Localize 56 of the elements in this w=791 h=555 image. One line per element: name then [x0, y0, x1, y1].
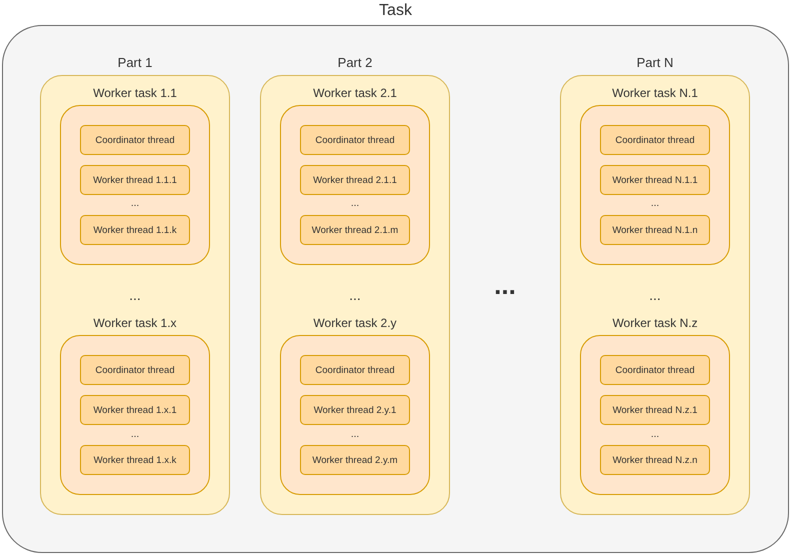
box-heading: Worker task 1.x [92, 316, 178, 330]
ellipsis-text: ... [348, 287, 362, 304]
thread-box [600, 355, 710, 385]
thread-box [600, 125, 710, 155]
thread-box [300, 165, 410, 195]
thread-box [300, 215, 410, 245]
thread-box [80, 125, 190, 155]
thread-label: Worker thread 2.1.m [312, 224, 398, 236]
thread-label: Worker thread N.1.n [612, 224, 698, 236]
thread-label: Worker thread N.z.1 [612, 404, 698, 416]
thread-box [300, 355, 410, 385]
box-heading: Worker task N.z [611, 316, 699, 330]
thread-box [80, 165, 190, 195]
box-heading: Worker task 2.y [312, 316, 398, 330]
box-heading: Worker task 1.1 [92, 86, 178, 100]
ellipsis-text: ... [650, 429, 660, 440]
thread-label: Coordinator thread [315, 134, 395, 146]
thread-label: Worker thread 1.1.1 [93, 174, 177, 186]
thread-label: Worker thread 2.y.m [312, 454, 398, 466]
thread-box [80, 445, 190, 475]
thread-label: Coordinator thread [615, 134, 695, 146]
thread-label: Coordinator thread [615, 364, 695, 376]
thread-label: Worker thread 2.y.1 [314, 404, 396, 416]
thread-box [300, 395, 410, 425]
thread-label: Coordinator thread [95, 364, 175, 376]
thread-label: Worker thread 2.1.1 [313, 174, 397, 186]
thread-label: Worker thread 1.x.1 [93, 404, 177, 416]
ellipsis-text: ... [650, 198, 660, 209]
panel-heading: Part N [636, 55, 674, 70]
thread-box [600, 395, 710, 425]
thread-label: Worker thread N.1.1 [612, 174, 698, 186]
thread-box [80, 395, 190, 425]
ellipsis-text: ... [648, 287, 662, 304]
ellipsis-text: ... [350, 198, 360, 209]
box-heading: Worker task N.1 [611, 86, 699, 100]
box-heading: Worker task 2.1 [312, 86, 398, 100]
thread-box [300, 445, 410, 475]
container-heading: Task [378, 2, 413, 20]
thread-label: Coordinator thread [95, 134, 175, 146]
thread-box [600, 165, 710, 195]
thread-box [600, 215, 710, 245]
panel-heading: Part 2 [336, 55, 374, 70]
panel-heading: Part 1 [116, 55, 154, 70]
ellipsis-text: ... [130, 429, 140, 440]
thread-label: Worker thread N.z.n [612, 454, 698, 466]
ellipsis-text: ... [130, 198, 140, 209]
thread-label: Coordinator thread [315, 364, 395, 376]
thread-box [600, 445, 710, 475]
ellipsis-text: ... [128, 287, 142, 304]
thread-label: Worker thread 1.x.k [94, 454, 176, 466]
thread-box [300, 125, 410, 155]
thread-box [80, 215, 190, 245]
ellipsis-text: ... [493, 270, 517, 301]
thread-box [80, 355, 190, 385]
thread-label: Worker thread 1.1.k [93, 224, 177, 236]
ellipsis-text: ... [350, 429, 360, 440]
